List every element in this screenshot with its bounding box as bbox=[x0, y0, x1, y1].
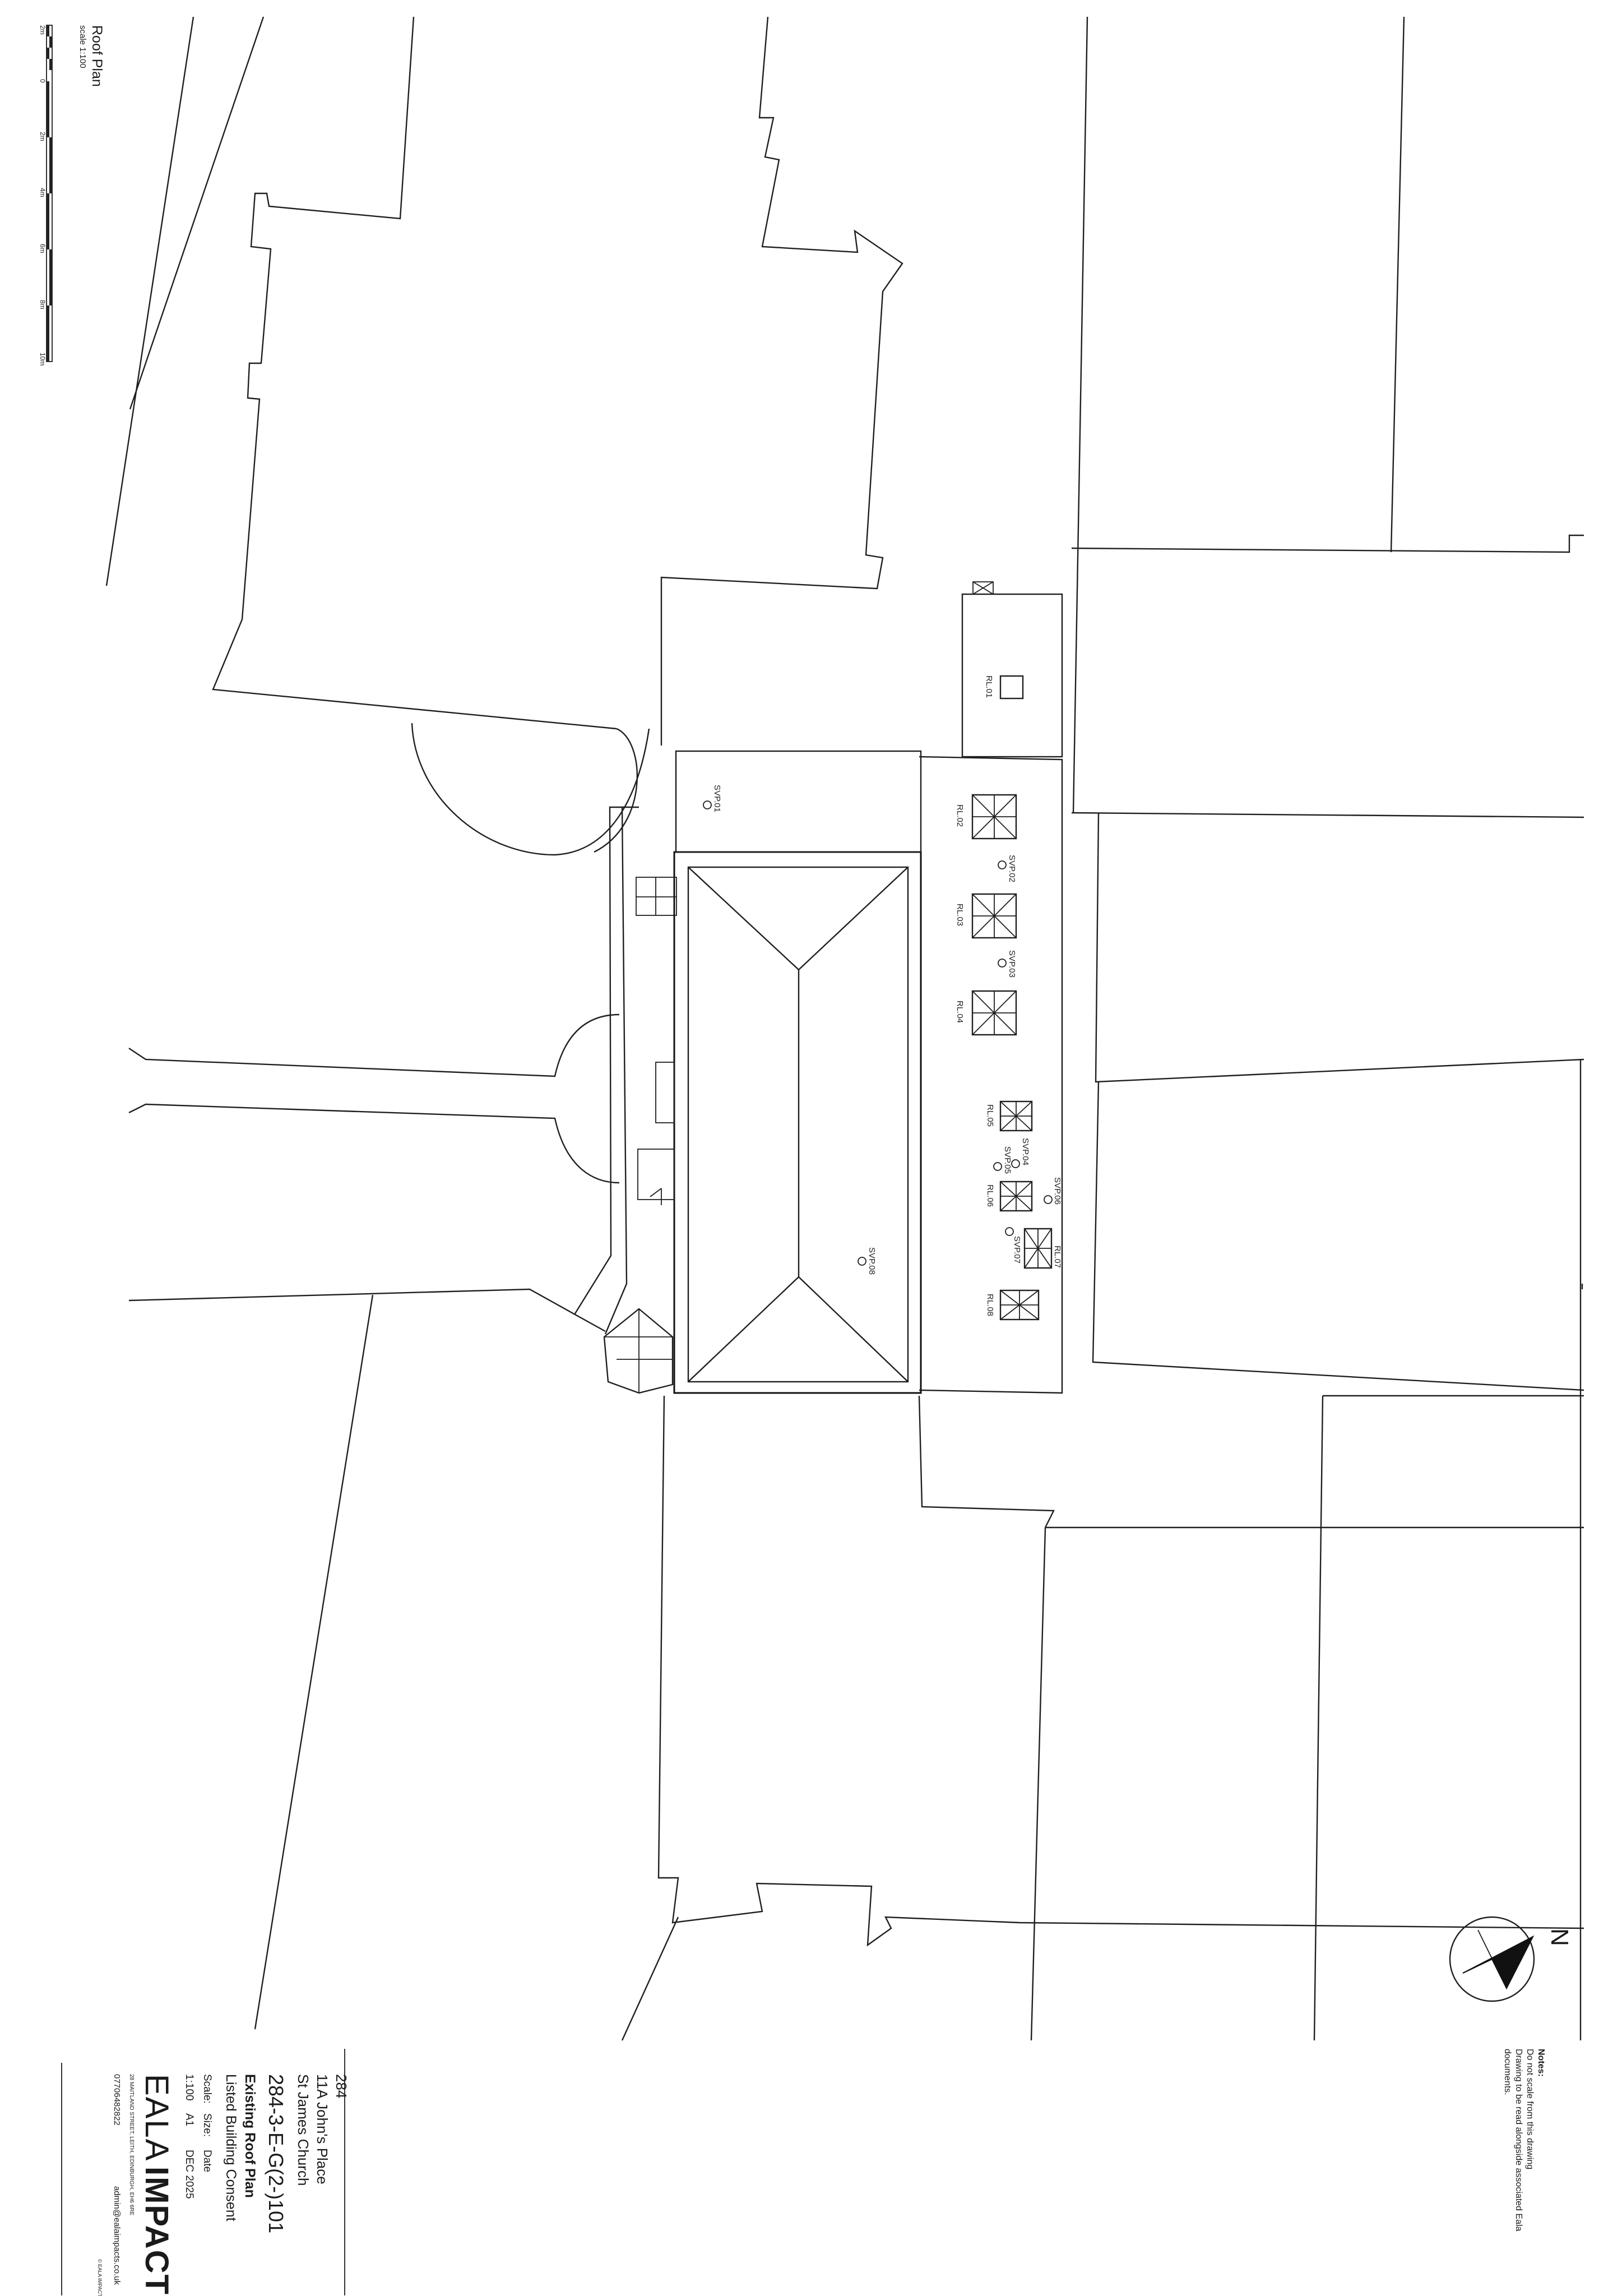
scale-bar-title: Roof Plan bbox=[89, 25, 105, 87]
roof-light-rl01-icon bbox=[999, 675, 1024, 700]
drawing-purpose: Listed Building Consent bbox=[223, 2074, 239, 2221]
title-block: 284 11A John's Place St James Church 284… bbox=[61, 2049, 350, 2296]
company-logo-b: IMPACTS bbox=[138, 2167, 175, 2296]
church-roof-plan bbox=[636, 581, 1063, 1394]
notes-line: Drawing to be read alongside associated … bbox=[1514, 2049, 1523, 2232]
label-rl06: RL.06 bbox=[985, 1184, 995, 1207]
address-line: St James Church bbox=[295, 2074, 312, 2186]
label-svp03: SVP.03 bbox=[1007, 950, 1017, 978]
scale-bar: 2m 0 2m 4m 6m 8m 10m Roof Plan scale 1:1… bbox=[39, 25, 105, 365]
roof-light-rl04-icon bbox=[971, 990, 1017, 1036]
label-rl08: RL.08 bbox=[985, 1294, 995, 1316]
north-label: N bbox=[1546, 1928, 1573, 1946]
scale-tick: 6m bbox=[39, 244, 47, 253]
svp01-icon bbox=[703, 800, 712, 809]
header-date: Date bbox=[201, 2150, 213, 2172]
roof-light-rl06-icon bbox=[999, 1181, 1033, 1212]
scale-tick: 10m bbox=[39, 353, 47, 365]
header-size: Size: bbox=[201, 2113, 213, 2137]
notes-heading: Notes: bbox=[1536, 2049, 1546, 2077]
scale-tick: 2m bbox=[39, 25, 47, 35]
company-phone: 07706482822 bbox=[112, 2074, 122, 2126]
site-context-lines bbox=[105, 16, 1584, 2041]
label-svp08: SVP.08 bbox=[867, 1247, 877, 1275]
label-rl04: RL.04 bbox=[955, 1001, 965, 1023]
scale-tick: 4m bbox=[39, 188, 47, 197]
north-pointer-icon bbox=[1491, 1935, 1535, 1990]
roof-light-rl05-icon bbox=[999, 1100, 1033, 1132]
roof-light-rl07-icon bbox=[1023, 1228, 1053, 1269]
label-svp06: SVP.06 bbox=[1053, 1177, 1062, 1205]
label-svp02: SVP.02 bbox=[1007, 855, 1017, 882]
svp03-icon bbox=[998, 959, 1007, 968]
svp06-icon bbox=[1044, 1195, 1053, 1204]
project-number: 284 bbox=[333, 2074, 350, 2098]
roof-lights bbox=[971, 675, 1053, 1321]
label-svp05: SVP.05 bbox=[1003, 1146, 1012, 1174]
scale-tick: 2m bbox=[39, 132, 47, 141]
north-arrow: N bbox=[1449, 1916, 1573, 2002]
scale-tick: 8m bbox=[39, 300, 47, 309]
label-rl03: RL.03 bbox=[955, 904, 965, 926]
company-logo-a: EALA bbox=[138, 2074, 175, 2161]
svp05-icon bbox=[993, 1162, 1002, 1171]
label-rl02: RL.02 bbox=[955, 804, 965, 827]
company-address: 28 MAITLAND STREET, LEITH, EDINBURGH, EH… bbox=[128, 2074, 135, 2216]
drawing-number: 284-3-E-G(2-)101 bbox=[265, 2074, 288, 2233]
company-email: admin@ealaimpacts.co.uk bbox=[112, 2186, 122, 2285]
roof-light-rl03-icon bbox=[971, 893, 1017, 939]
plan-labels: RL.01 RL.02 RL.03 RL.04 RL.05 RL.06 RL.0… bbox=[712, 675, 1062, 1316]
label-rl07: RL.07 bbox=[1053, 1246, 1062, 1268]
label-rl01: RL.01 bbox=[984, 675, 994, 698]
notes-line: documents. bbox=[1503, 2049, 1512, 2095]
svp07-icon bbox=[1005, 1227, 1014, 1236]
value-date: DEC 2025 bbox=[183, 2150, 195, 2199]
address-line: 11A John's Place bbox=[314, 2074, 331, 2184]
drawing-title: Existing Roof Plan bbox=[242, 2074, 258, 2198]
header-scale: Scale: bbox=[201, 2074, 213, 2104]
value-scale: 1:100 bbox=[183, 2074, 195, 2101]
notes-line: Do not scale from this drawing bbox=[1525, 2049, 1535, 2169]
soil-vent-pipes bbox=[703, 800, 1053, 1266]
scale-bar-scale: scale 1:100 bbox=[78, 25, 87, 68]
label-svp07: SVP.07 bbox=[1012, 1236, 1022, 1263]
notes: Notes: Do not scale from this drawing Dr… bbox=[1503, 2049, 1546, 2232]
svp04-icon bbox=[1011, 1159, 1020, 1168]
svp02-icon bbox=[998, 860, 1007, 869]
roof-light-rl02-icon bbox=[971, 794, 1017, 840]
svp08-icon bbox=[858, 1257, 866, 1266]
label-svp04: SVP.04 bbox=[1021, 1138, 1030, 1165]
scale-tick: 0 bbox=[39, 79, 47, 83]
roof-light-rl08-icon bbox=[999, 1289, 1040, 1321]
label-svp01: SVP.01 bbox=[712, 785, 722, 812]
value-size: A1 bbox=[183, 2113, 195, 2126]
label-rl05: RL.05 bbox=[985, 1104, 995, 1127]
copyright: © EALA IMPACTS bbox=[97, 2259, 103, 2296]
